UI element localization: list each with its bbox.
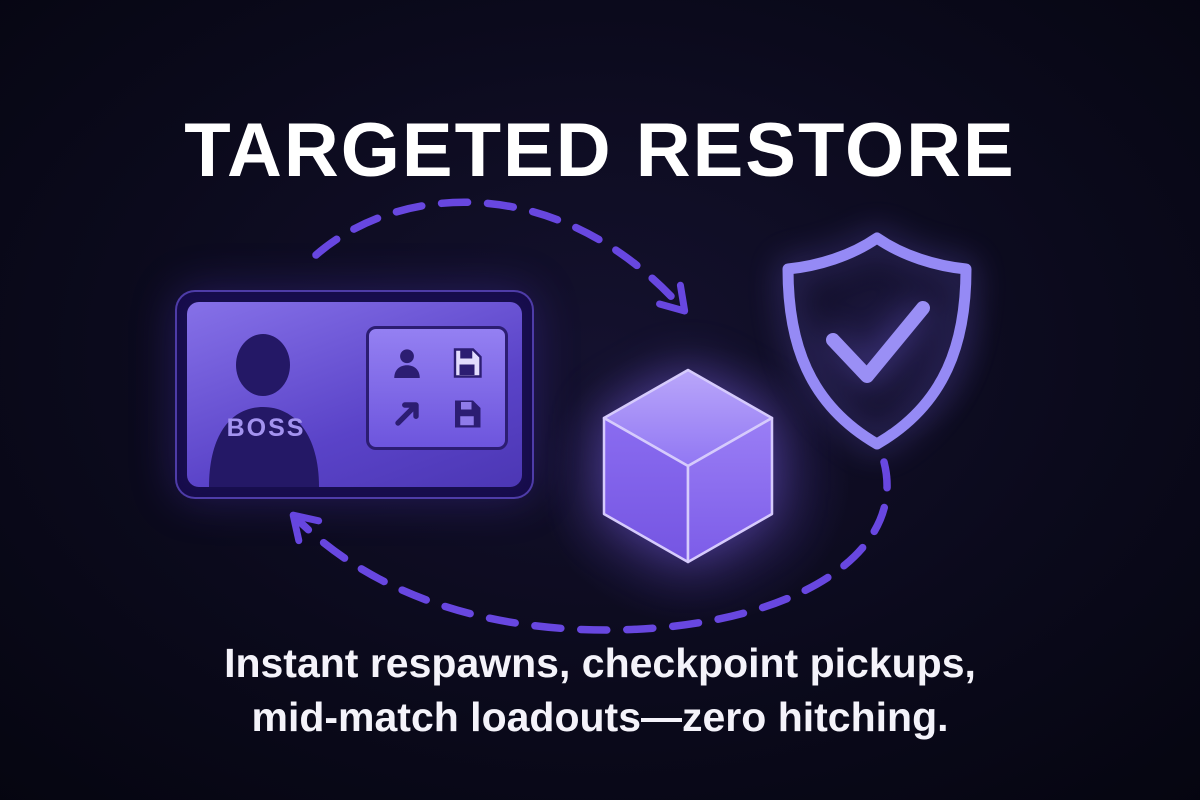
save-disk-icon: [453, 347, 482, 378]
loadout-panel: [366, 326, 508, 450]
dashed-arrow-card-to-cube-icon: [312, 198, 689, 315]
caption-line-1: Instant respawns, checkpoint pickups,: [224, 640, 976, 686]
boss-silhouette-icon: [209, 334, 319, 487]
respawn-arrow-icon: [395, 401, 419, 426]
restore-cube-icon: [602, 368, 774, 564]
player-icon: [394, 348, 420, 378]
boss-label: BOSS: [226, 414, 306, 442]
caption-line-2: mid-match loadouts—zero hitching.: [251, 694, 949, 741]
caption: Instant respawns, checkpoint pickups, mi…: [0, 636, 1200, 744]
page-title: TARGETED RESTORE: [184, 107, 1016, 193]
save-disk-icon-2: [455, 400, 481, 427]
boss-card-inner: BOSS: [187, 302, 522, 487]
shield-check-icon: [782, 232, 972, 450]
boss-card: BOSS: [175, 290, 534, 499]
dashed-arrow-shield-to-card-icon: [289, 458, 891, 634]
